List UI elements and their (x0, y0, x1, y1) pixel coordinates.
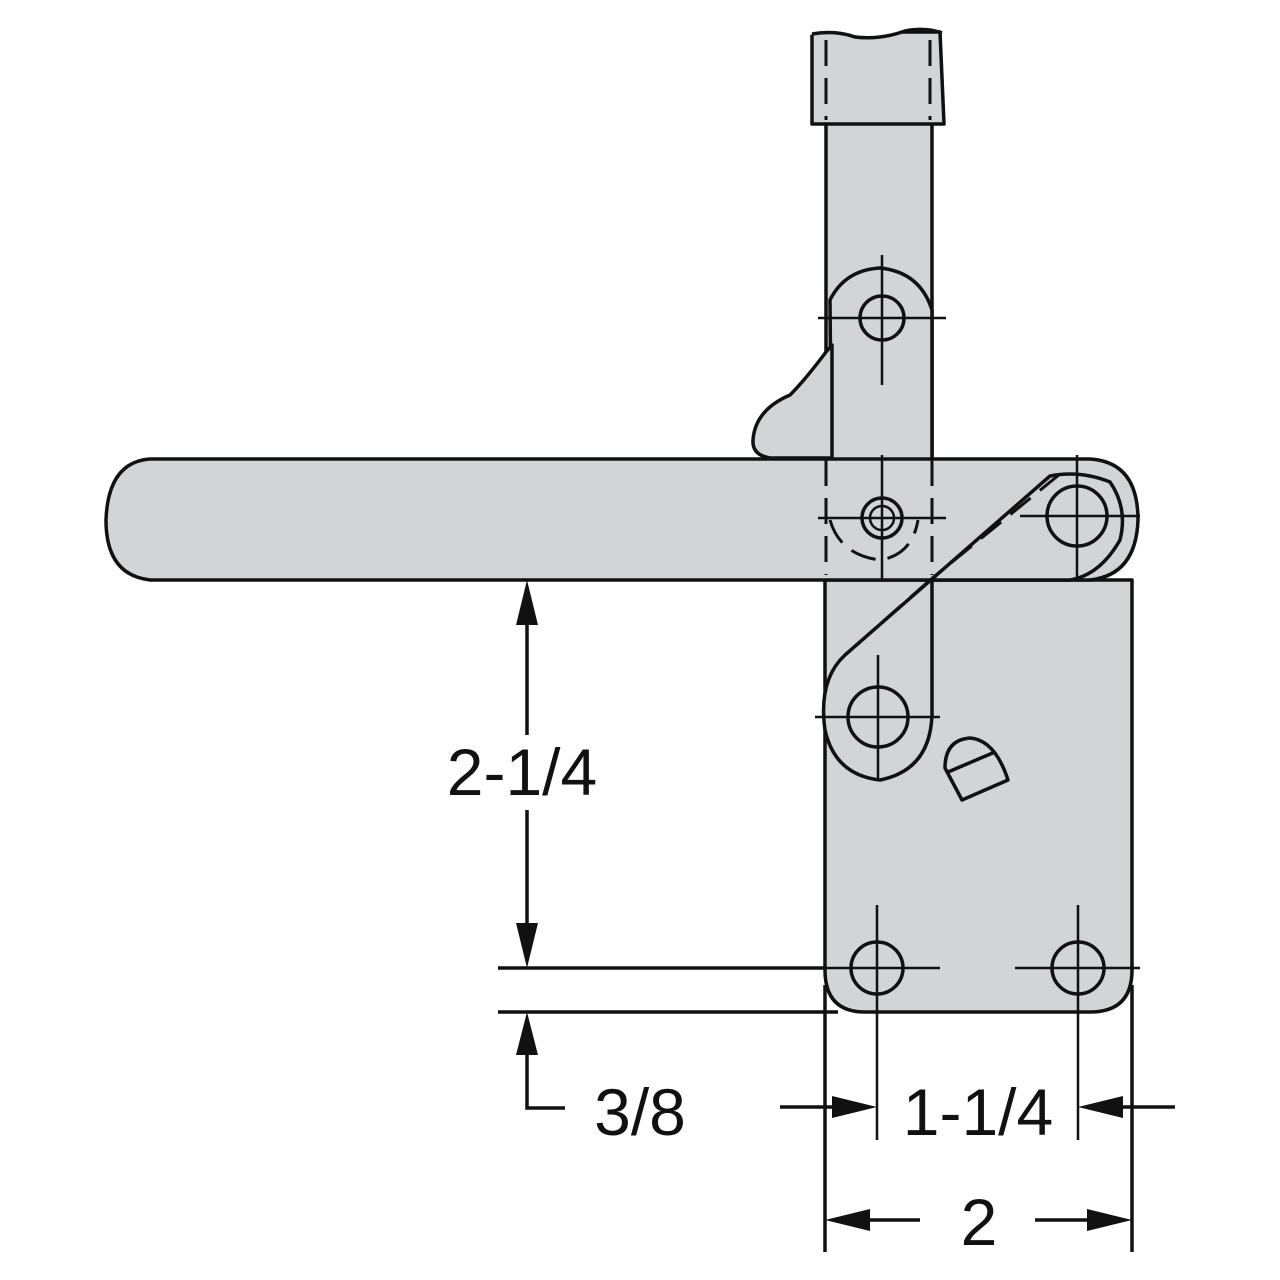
pivot-link (828, 266, 934, 522)
dimension-height-lower: 3/8 (516, 1012, 686, 1149)
dimension-height-upper: 2-1/4 (430, 580, 620, 968)
dimension-base-width-text: 2 (961, 1185, 998, 1259)
dimension-hole-spacing: 1-1/4 (780, 1075, 1175, 1149)
link-hidden-diagonal (929, 472, 1061, 582)
link-hidden-diagonal-lower (844, 578, 931, 657)
handle-grip (810, 30, 946, 126)
mounting-hole-right (1015, 905, 1140, 1140)
dimension-base-width: 2 (825, 1185, 1132, 1259)
locking-hook (751, 343, 834, 460)
grip-break-line (811, 27, 943, 40)
clamping-bar (104, 457, 1140, 582)
stop-pin-line (947, 750, 996, 774)
mounting-hole-left (810, 905, 940, 1140)
pivot-hole-middle (818, 455, 946, 580)
dimension-height-lower-text: 3/8 (594, 1075, 686, 1149)
pivot-hidden-arc (828, 519, 920, 562)
pivot-hole-right (1020, 455, 1140, 580)
dimension-height-upper-text: 2-1/4 (447, 735, 597, 809)
pivot-hole-top (818, 255, 946, 385)
dimension-hole-spacing-text: 1-1/4 (903, 1075, 1053, 1149)
pivot-hole-lower (815, 655, 940, 780)
